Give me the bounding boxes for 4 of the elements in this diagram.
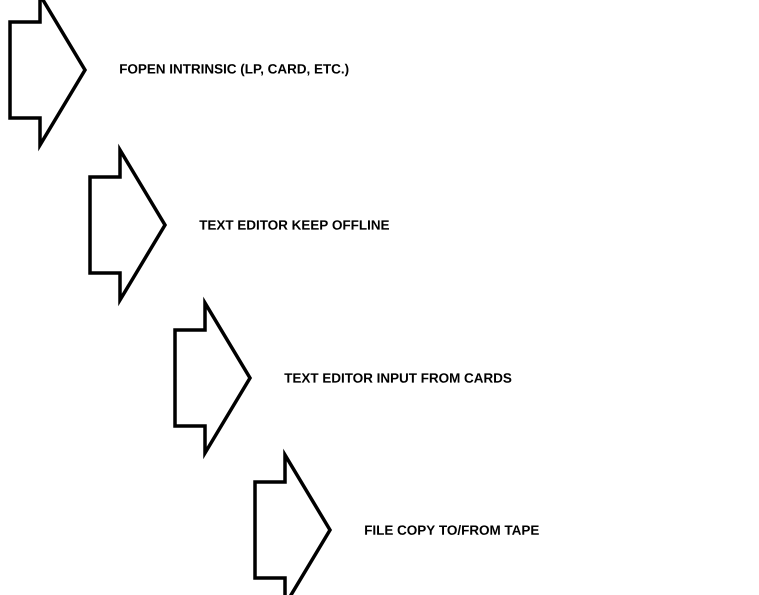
- list-item: TEXT EDITOR INPUT FROM CARDS: [284, 373, 512, 383]
- list-item: TEXT EDITOR KEEP OFFLINE: [199, 220, 389, 230]
- list-item: FOPEN INTRINSIC (LP, CARD, ETC.): [120, 64, 348, 76]
- list-item: FILE COPY TO/FROM TAPE: [365, 524, 539, 535]
